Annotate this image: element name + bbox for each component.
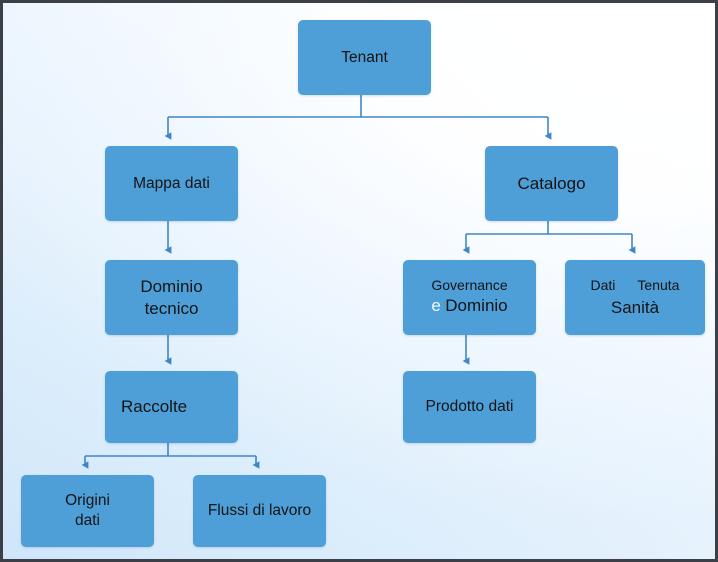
node-dominio-tecnico-line2: tecnico	[144, 298, 199, 318]
node-governance-dominio-line1: Governance	[431, 277, 508, 294]
node-catalogo-label: Catalogo	[517, 173, 586, 193]
tenuta-word: Tenuta	[637, 277, 680, 294]
node-origini-dati[interactable]: Origini dati	[21, 475, 154, 547]
node-tenant-label: Tenant	[341, 48, 388, 66]
node-prodotto-dati-label: Prodotto dati	[425, 398, 514, 416]
node-flussi-di-lavoro-label: Flussi di lavoro	[207, 502, 312, 520]
node-governance-dominio[interactable]: Governance e Dominio	[403, 260, 536, 335]
governance-domain-word: Dominio	[445, 296, 508, 316]
node-dati-tenuta-sanita-line1: Dati Tenuta	[591, 276, 680, 296]
node-raccolte-label: Raccolte	[121, 397, 188, 417]
governance-conjunction: e	[431, 296, 441, 316]
node-mappa-dati[interactable]: Mappa dati	[105, 146, 238, 221]
node-catalogo[interactable]: Catalogo	[485, 146, 618, 221]
node-dominio-tecnico[interactable]: Dominio tecnico	[105, 260, 238, 335]
dati-word: Dati	[590, 277, 616, 294]
node-dati-tenuta-sanita[interactable]: Dati Tenuta Sanità	[565, 260, 705, 335]
node-origini-dati-line2: dati	[75, 512, 100, 529]
node-flussi-di-lavoro[interactable]: Flussi di lavoro	[193, 475, 326, 547]
node-tenant[interactable]: Tenant	[298, 20, 431, 95]
node-prodotto-dati[interactable]: Prodotto dati	[403, 371, 536, 443]
node-governance-dominio-line2: e Dominio	[431, 295, 507, 317]
node-dominio-tecnico-line1: Dominio	[140, 276, 203, 296]
node-origini-dati-line1: Origini	[65, 492, 110, 510]
node-mappa-dati-label: Mappa dati	[133, 174, 210, 192]
node-raccolte[interactable]: Raccolte	[105, 371, 238, 443]
node-dati-tenuta-sanita-line2: Sanità	[610, 297, 660, 317]
